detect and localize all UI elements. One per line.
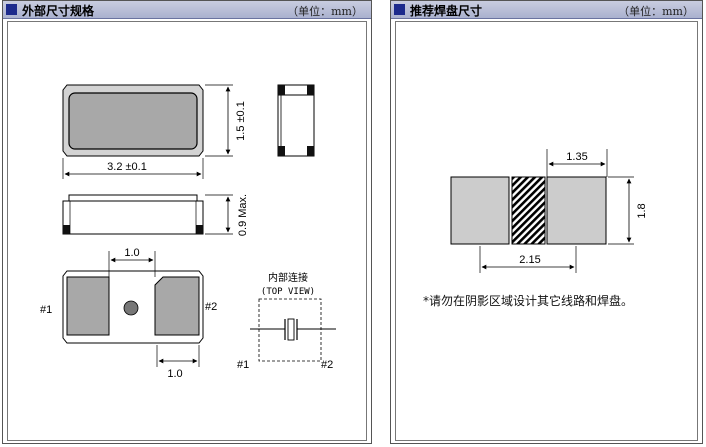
header-square-icon	[394, 4, 405, 15]
land-pattern-unit: （单位：mm）	[618, 5, 694, 18]
pad-dimension-top	[546, 149, 608, 177]
left-solder-pad	[450, 176, 510, 245]
schematic-pin1-label: #1	[237, 359, 249, 371]
dimensions-unit: （单位：mm）	[287, 5, 363, 18]
height-dimension	[205, 84, 233, 157]
pad-width-label: 1.35	[566, 151, 587, 163]
package-top-view	[62, 84, 204, 157]
span-label: 2.15	[519, 254, 540, 266]
land-pattern-header: 推荐焊盘尺寸 （单位：mm）	[391, 1, 702, 19]
dimensions-title: 外部尺寸规格	[22, 4, 95, 18]
header-square-icon	[6, 4, 17, 15]
pin1-label: #1	[40, 304, 52, 316]
pad-dimension-bottom	[479, 246, 577, 273]
pad-height-label: 1.8	[636, 203, 648, 218]
length-dimension	[62, 158, 204, 179]
land-pattern-title: 推荐焊盘尺寸	[410, 4, 483, 18]
package-end-view	[277, 84, 315, 157]
schematic-title: 内部连接	[268, 271, 308, 284]
land-pattern-panel: 推荐焊盘尺寸 （单位：mm） 1.35 1.8	[390, 0, 703, 444]
keep-out-note: *请勿在阴影区域设计其它线路和焊盘。	[423, 294, 634, 308]
package-side-view	[62, 194, 204, 235]
dimensions-frame	[7, 21, 367, 441]
pad-dimension-right	[608, 176, 634, 245]
land-pattern-drawing: 1.35 1.8 2.15	[450, 149, 648, 273]
package-bottom-view	[62, 270, 204, 344]
keep-out-area	[511, 176, 546, 245]
pad-top-dimension	[108, 251, 156, 277]
right-solder-pad	[546, 176, 607, 245]
pad-top-label: 1.0	[124, 247, 139, 259]
pad-bottom-label: 1.0	[167, 368, 182, 380]
height-label: 1.5 ±0.1	[235, 101, 247, 141]
length-label: 3.2 ±0.1	[107, 161, 147, 173]
thickness-dimension	[205, 194, 233, 235]
schematic-subtitle: (TOP VIEW)	[261, 287, 315, 297]
pin2-label: #2	[205, 301, 217, 313]
dimensions-panel: 外部尺寸规格 （单位：mm） 1.5 ±0.1 3.2 ±0.1	[2, 0, 372, 444]
dimensions-drawing: 1.5 ±0.1 3.2 ±0.1	[40, 84, 336, 380]
land-pattern-frame	[395, 21, 698, 441]
dimensions-header: 外部尺寸规格 （单位：mm）	[3, 1, 371, 19]
pad-bottom-dimension	[156, 345, 200, 367]
thickness-label: 0.9 Max.	[237, 194, 249, 236]
schematic-pin2-label: #2	[321, 359, 333, 371]
crystal-schematic	[250, 298, 336, 362]
